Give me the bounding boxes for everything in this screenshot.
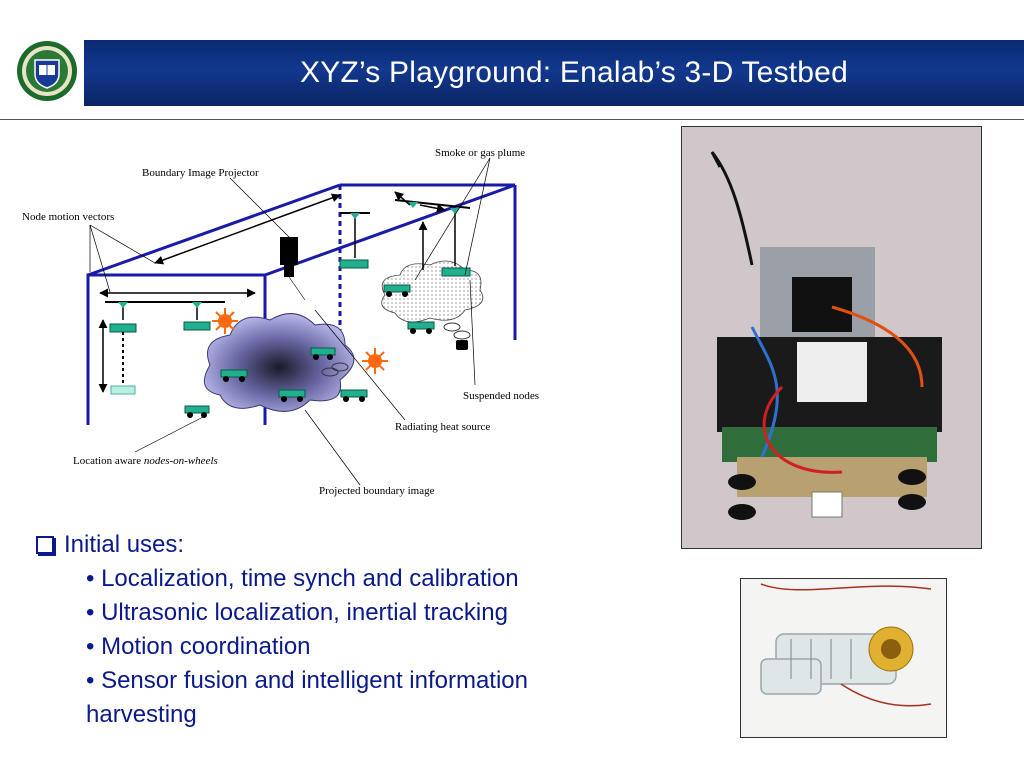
- suspended-node-icon: [441, 208, 471, 277]
- mobile-node-photo: [740, 578, 947, 738]
- sensor-board-photo: [681, 126, 982, 549]
- header-divider: [0, 119, 1024, 120]
- suspended-node-icon: [109, 302, 137, 333]
- checkbox-bullet-icon: [36, 536, 54, 554]
- suspended-mount-icon: [408, 202, 418, 208]
- bullet-item: • Sensor fusion and intelligent informat…: [86, 667, 528, 694]
- wheeled-node-icon: [220, 369, 248, 382]
- wheeled-node-icon: [407, 321, 435, 334]
- bullet-item: • Motion coordination: [86, 633, 311, 660]
- bullet-heading-text: Initial uses:: [64, 531, 185, 558]
- small-node-icon: [443, 322, 471, 350]
- bullet-list: Initial uses: • Localization, time synch…: [36, 528, 636, 732]
- heat-source-icon: [362, 348, 388, 374]
- small-node-icon: [321, 362, 349, 377]
- bullet-item: • Ultrasonic localization, inertial trac…: [86, 599, 508, 626]
- label-heat-source: Radiating heat source: [395, 421, 490, 433]
- slide-title: XYZ’s Playground: Enalab’s 3-D Testbed: [300, 56, 848, 89]
- label-projected-boundary: Projected boundary image: [319, 485, 435, 497]
- wheeled-node-icon: [310, 347, 336, 360]
- label-suspended-nodes: Suspended nodes: [463, 390, 539, 402]
- leader-lines: [89, 157, 491, 486]
- wheeled-node-icon: [278, 389, 306, 402]
- projector-icon: [280, 237, 298, 265]
- bullet-heading: Initial uses:: [36, 528, 636, 562]
- wheeled-node-icon: [184, 405, 210, 418]
- bullet-item: • Localization, time synch and calibrati…: [86, 565, 519, 592]
- suspended-node-icon: [339, 212, 370, 269]
- label-projector: Boundary Image Projector: [142, 167, 259, 179]
- wheeled-node-icon: [340, 389, 368, 402]
- suspended-node-icon: [183, 302, 211, 331]
- title-bar: XYZ’s Playground: Enalab’s 3-D Testbed: [84, 40, 1024, 106]
- heat-source-icon: [212, 308, 238, 334]
- label-smoke-plume: Smoke or gas plume: [435, 147, 525, 159]
- label-motion-vectors: Node motion vectors: [22, 211, 114, 223]
- label-location-aware: Location aware nodes-on-wheels: [73, 455, 218, 467]
- university-seal-logo: [17, 41, 77, 101]
- wheeled-node-icon: [383, 284, 411, 297]
- testbed-diagram: Smoke or gas plume Boundary Image Projec…: [22, 147, 539, 497]
- projected-boundary-cloud: [203, 313, 355, 412]
- bullet-item-continuation: harvesting: [86, 701, 197, 728]
- projector-lens-icon: [284, 265, 294, 277]
